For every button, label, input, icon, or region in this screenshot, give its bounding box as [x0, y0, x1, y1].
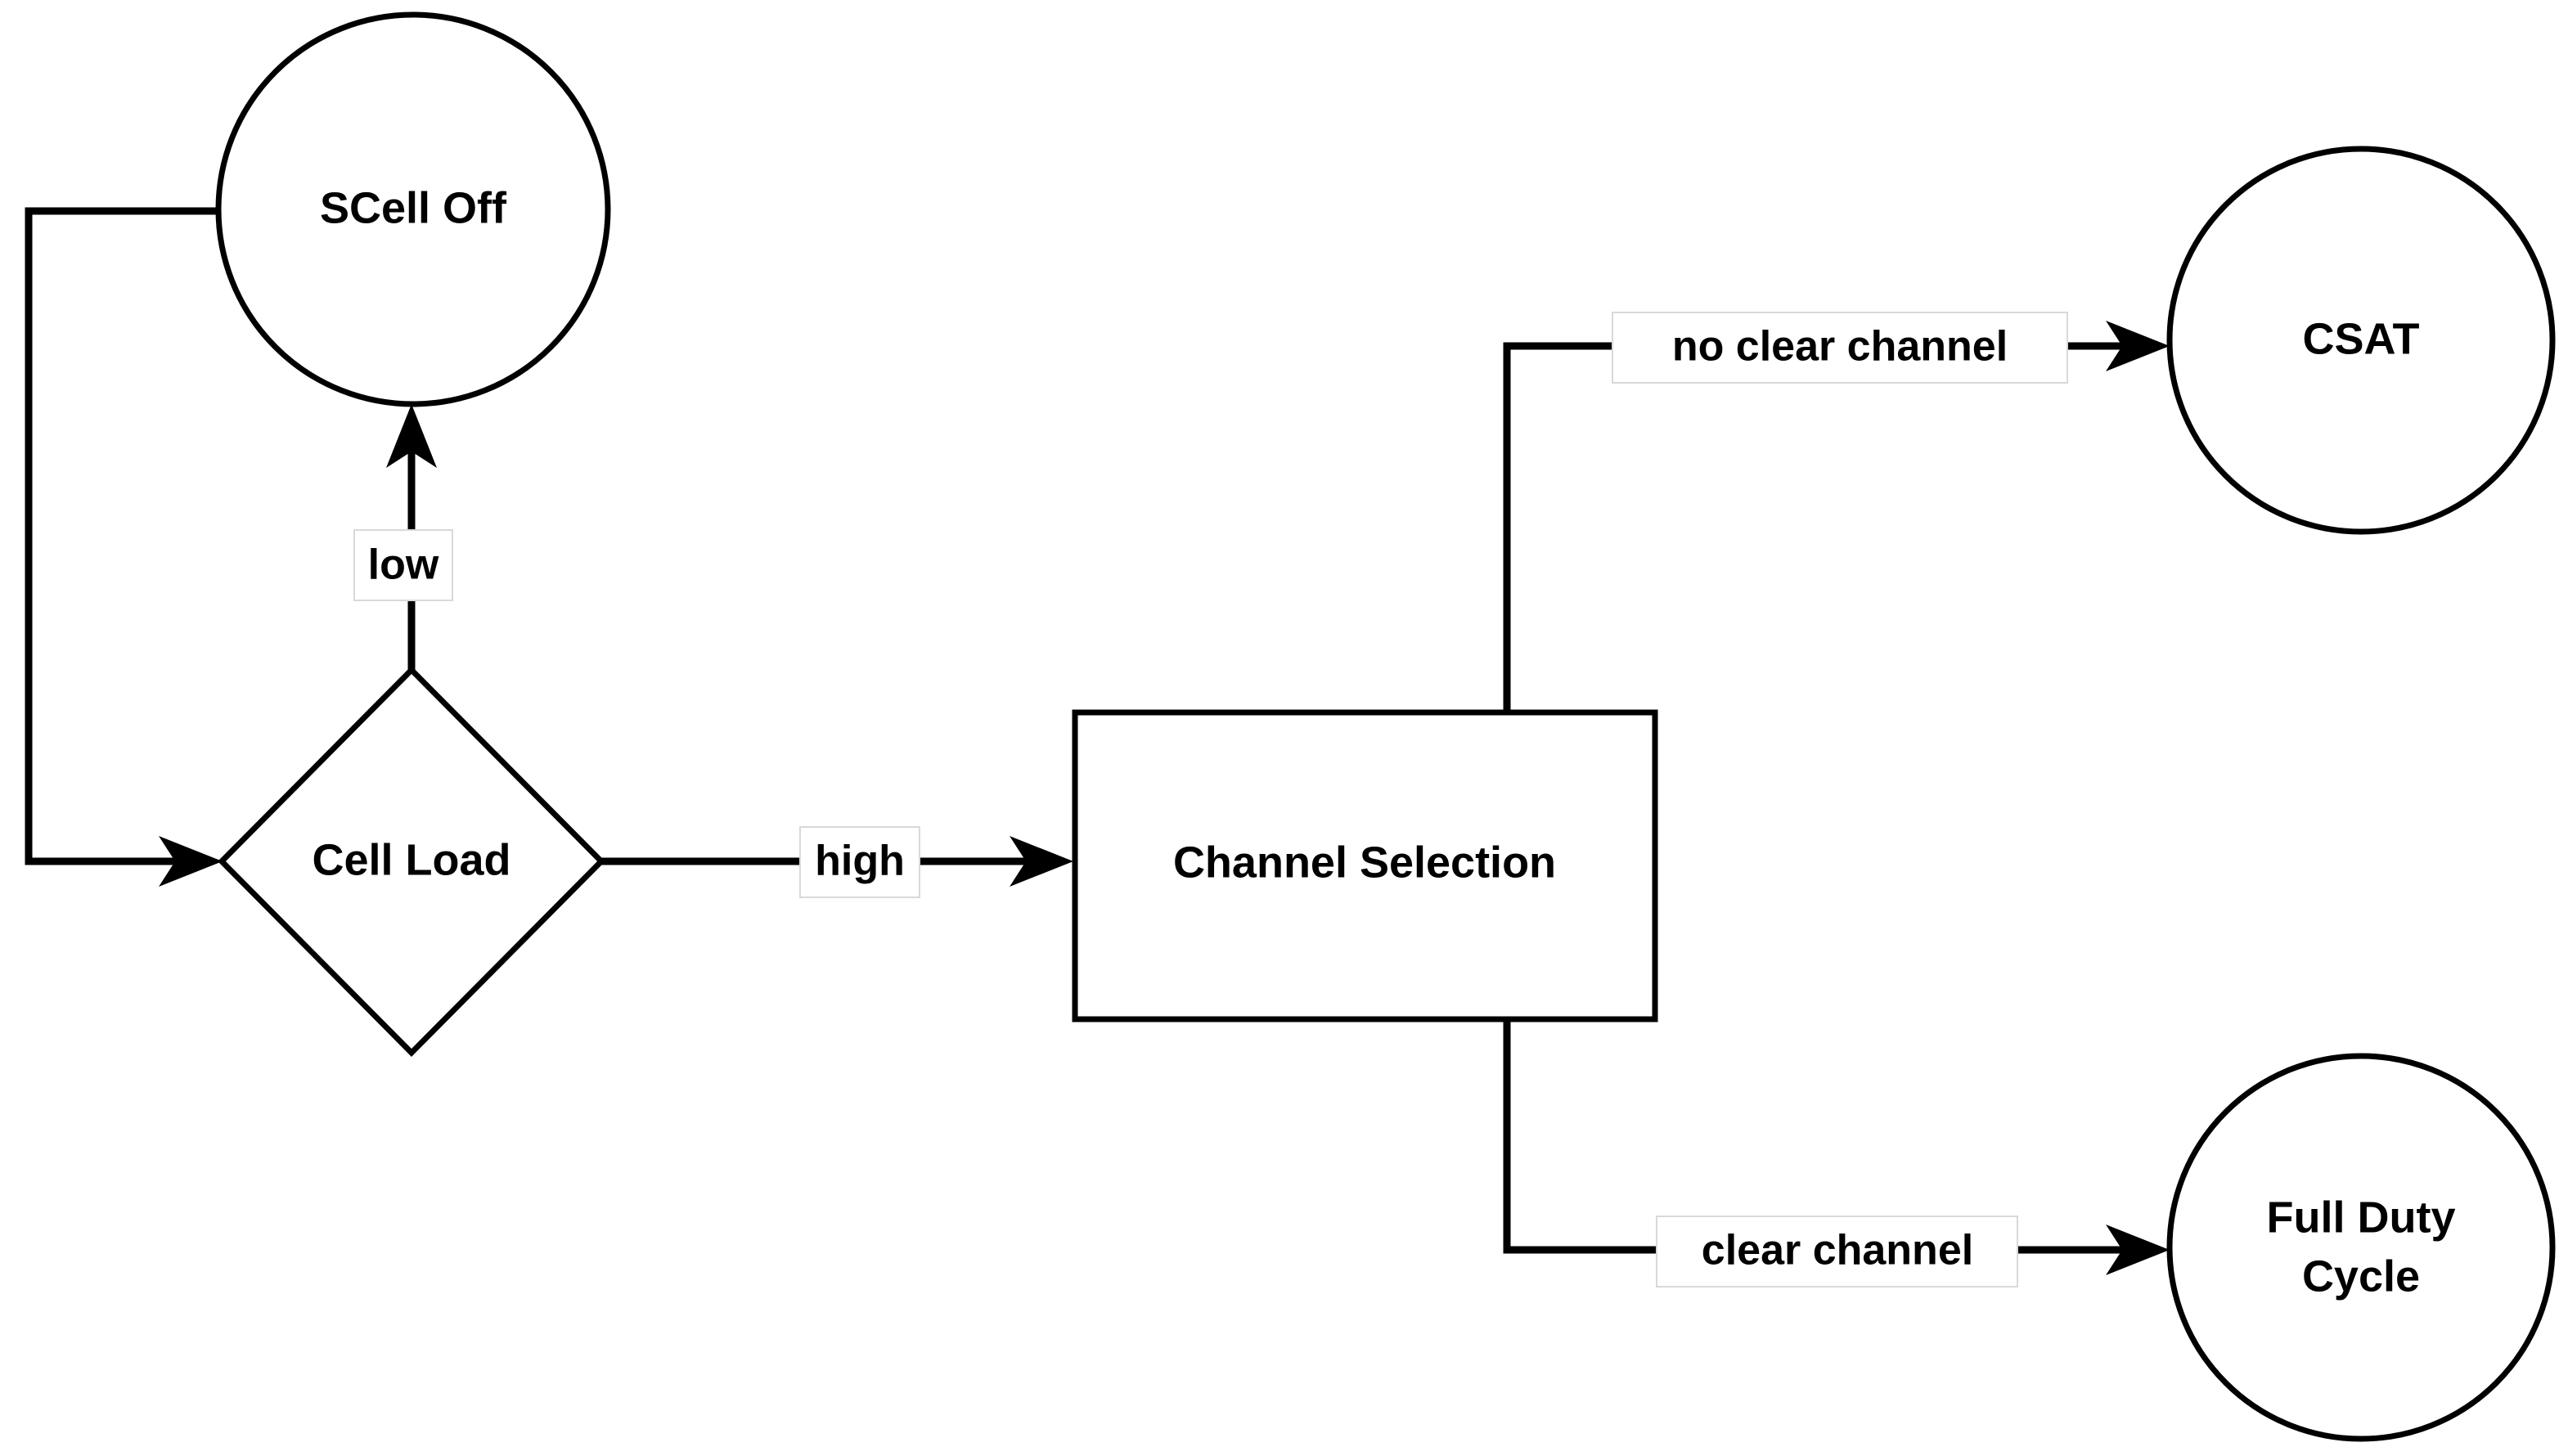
full-duty-cycle-label-line2: Cycle: [2302, 1252, 2420, 1301]
edge-feedback-path: [25, 207, 219, 865]
node-full-duty-cycle[interactable]: Full Duty Cycle: [2166, 1053, 2556, 1442]
channel-selection-rect: [1072, 709, 1658, 1022]
node-scell-off[interactable]: SCell Off: [215, 11, 611, 407]
arrowhead-into-scell-off-bottom: [386, 404, 437, 468]
arrowhead-into-csat-left: [2106, 321, 2170, 371]
arrowhead-into-cell-load-left: [159, 836, 223, 887]
edge-no-clear-channel-path: [1503, 342, 2156, 712]
node-csat[interactable]: CSAT: [2166, 146, 2556, 535]
full-duty-cycle-circle: [2166, 1053, 2556, 1442]
edge-label-high: high: [815, 838, 905, 885]
edge-label-box-low: [353, 529, 453, 601]
cell-load-label: Cell Load: [312, 835, 510, 884]
full-duty-cycle-label-line1: Full Duty: [2267, 1193, 2456, 1242]
node-cell-load[interactable]: Cell Load: [218, 666, 605, 1057]
edge-low-cellload-to-scelloff[interactable]: low: [353, 404, 453, 671]
csat-circle: [2166, 146, 2556, 535]
arrowhead-into-full-duty-cycle-left: [2106, 1225, 2170, 1275]
scell-off-circle: [215, 11, 611, 407]
scell-off-label: SCell Off: [320, 183, 507, 232]
edge-label-low: low: [368, 542, 439, 589]
cell-load-diamond: [218, 666, 605, 1057]
edge-label-clear-channel: clear channel: [1702, 1227, 1973, 1274]
node-channel-selection[interactable]: Channel Selection: [1072, 709, 1658, 1022]
edge-label-no-clear-channel: no clear channel: [1672, 323, 2008, 371]
edge-label-box-no-clear-channel: [1612, 312, 2068, 384]
arrowhead-into-channel-selection-left: [1010, 836, 1073, 887]
edge-label-box-high: [799, 826, 920, 898]
edge-label-box-clear-channel: [1656, 1216, 2018, 1287]
edge-feedback-scelloff-to-cellload[interactable]: [25, 207, 223, 887]
edge-clear-channel-path: [1503, 1019, 2156, 1254]
channel-selection-label: Channel Selection: [1173, 838, 1556, 887]
csat-label: CSAT: [2303, 314, 2420, 363]
edge-high-cellload-to-channelselection[interactable]: high: [601, 826, 1073, 898]
edge-clear-channel-to-full-duty-cycle[interactable]: clear channel: [1503, 1019, 2170, 1287]
edge-no-clear-channel-to-csat[interactable]: no clear channel: [1503, 312, 2170, 712]
